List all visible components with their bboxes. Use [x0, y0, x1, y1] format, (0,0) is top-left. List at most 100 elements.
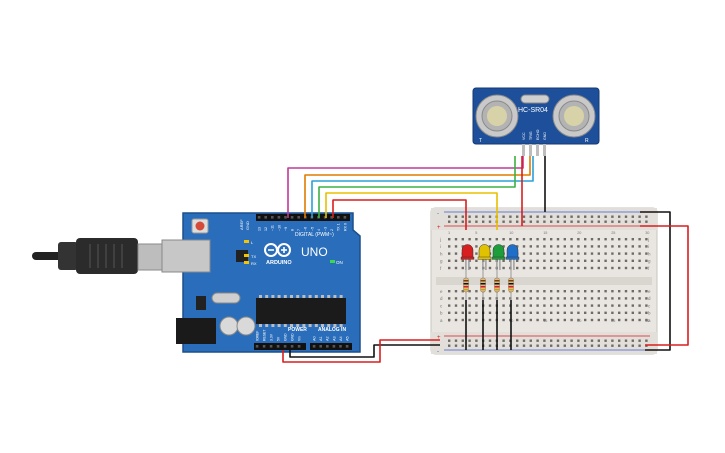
breadboard-hole[interactable] [502, 344, 505, 347]
breadboard-hole[interactable] [570, 266, 573, 270]
breadboard-hole[interactable] [611, 220, 614, 223]
breadboard-hole[interactable] [522, 344, 526, 347]
breadboard-hole[interactable] [604, 259, 607, 262]
blue-led[interactable] [505, 244, 520, 270]
breadboard-hole[interactable] [543, 266, 546, 270]
digital-header[interactable] [256, 214, 350, 221]
breadboard-hole[interactable] [529, 318, 532, 322]
breadboard-hole[interactable] [461, 245, 464, 248]
breadboard-hole[interactable] [502, 297, 505, 300]
breadboard-hole[interactable] [543, 304, 546, 307]
breadboard-hole[interactable] [502, 215, 505, 218]
breadboard-hole[interactable] [550, 304, 553, 307]
breadboard-hole[interactable] [563, 304, 566, 307]
analog-header[interactable] [310, 343, 352, 350]
breadboard-hole[interactable] [645, 318, 648, 322]
breadboard-hole[interactable] [502, 238, 505, 241]
breadboard-hole[interactable] [577, 266, 580, 270]
breadboard-hole[interactable] [584, 238, 587, 241]
breadboard-hole[interactable] [448, 220, 451, 223]
breadboard-hole[interactable] [516, 215, 519, 218]
breadboard-hole[interactable] [631, 318, 634, 322]
header-hole[interactable] [332, 345, 336, 348]
breadboard-hole[interactable] [645, 311, 648, 314]
header-hole[interactable] [312, 345, 316, 348]
power-header[interactable] [254, 343, 306, 350]
breadboard-hole[interactable] [454, 297, 458, 300]
breadboard-hole[interactable] [536, 344, 539, 347]
breadboard-hole[interactable] [550, 266, 553, 270]
breadboard-hole[interactable] [516, 220, 519, 223]
breadboard-hole[interactable] [454, 252, 458, 255]
breadboard-hole[interactable] [448, 252, 451, 255]
breadboard-hole[interactable] [488, 238, 492, 241]
breadboard-hole[interactable] [570, 318, 573, 322]
breadboard-hole[interactable] [468, 311, 471, 314]
breadboard-hole[interactable] [468, 344, 471, 347]
breadboard-hole[interactable] [570, 215, 573, 218]
breadboard-hole[interactable] [638, 252, 641, 255]
breadboard-hole[interactable] [550, 311, 553, 314]
breadboard-hole[interactable] [550, 215, 553, 218]
breadboard-hole[interactable] [624, 311, 628, 314]
breadboard-hole[interactable] [516, 318, 519, 322]
breadboard-hole[interactable] [597, 220, 600, 223]
breadboard-hole[interactable] [604, 304, 607, 307]
breadboard-hole[interactable] [577, 220, 580, 223]
breadboard-hole[interactable] [563, 220, 566, 223]
breadboard-hole[interactable] [570, 245, 573, 248]
breadboard-hole[interactable] [611, 311, 614, 314]
breadboard-hole[interactable] [475, 245, 478, 248]
breadboard-hole[interactable] [604, 297, 607, 300]
wire-red-signal[interactable] [332, 199, 467, 230]
breadboard-hole[interactable] [454, 290, 458, 293]
breadboard-hole[interactable] [502, 318, 505, 322]
breadboard-hole[interactable] [638, 344, 641, 347]
breadboard-hole[interactable] [563, 297, 566, 300]
breadboard-hole[interactable] [516, 238, 519, 241]
breadboard-hole[interactable] [631, 220, 634, 223]
wire-green[interactable] [318, 156, 516, 218]
breadboard-hole[interactable] [556, 220, 560, 223]
breadboard-hole[interactable] [488, 245, 492, 248]
arduino-uno-board[interactable]: UNO ARDUINO DIGITAL (PWM~) POWER ANALOG … [161, 212, 361, 353]
breadboard-hole[interactable] [468, 215, 471, 218]
breadboard-hole[interactable] [448, 215, 451, 218]
breadboard-hole[interactable] [570, 311, 573, 314]
breadboard-hole[interactable] [448, 238, 451, 241]
breadboard-hole[interactable] [638, 245, 641, 248]
breadboard-hole[interactable] [556, 252, 560, 255]
breadboard-hole[interactable] [631, 252, 634, 255]
breadboard-hole[interactable] [590, 215, 594, 218]
breadboard-hole[interactable] [556, 318, 560, 322]
breadboard-hole[interactable] [448, 311, 451, 314]
breadboard-hole[interactable] [543, 252, 546, 255]
breadboard-hole[interactable] [536, 311, 539, 314]
breadboard-hole[interactable] [604, 252, 607, 255]
breadboard-hole[interactable] [461, 238, 464, 241]
breadboard-hole[interactable] [563, 252, 566, 255]
breadboard-hole[interactable] [550, 339, 553, 342]
wire-right-vcc[interactable] [640, 225, 689, 346]
breadboard-hole[interactable] [604, 318, 607, 322]
breadboard-hole[interactable] [577, 318, 580, 322]
breadboard-hole[interactable] [529, 266, 532, 270]
breadboard-hole[interactable] [536, 297, 539, 300]
breadboard-hole[interactable] [550, 344, 553, 347]
breadboard-hole[interactable] [543, 290, 546, 293]
breadboard-hole[interactable] [645, 297, 648, 300]
breadboard-hole[interactable] [570, 297, 573, 300]
breadboard-hole[interactable] [645, 266, 648, 270]
breadboard-hole[interactable] [448, 297, 451, 300]
breadboard-hole[interactable] [543, 245, 546, 248]
breadboard-hole[interactable] [577, 245, 580, 248]
breadboard-hole[interactable] [577, 290, 580, 293]
breadboard-hole[interactable] [570, 304, 573, 307]
breadboard-hole[interactable] [563, 339, 566, 342]
breadboard-hole[interactable] [577, 215, 580, 218]
breadboard-hole[interactable] [502, 290, 505, 293]
breadboard-hole[interactable] [475, 252, 478, 255]
header-hole[interactable] [284, 216, 287, 219]
breadboard-hole[interactable] [502, 304, 505, 307]
wire-trig-orange[interactable] [304, 156, 531, 218]
